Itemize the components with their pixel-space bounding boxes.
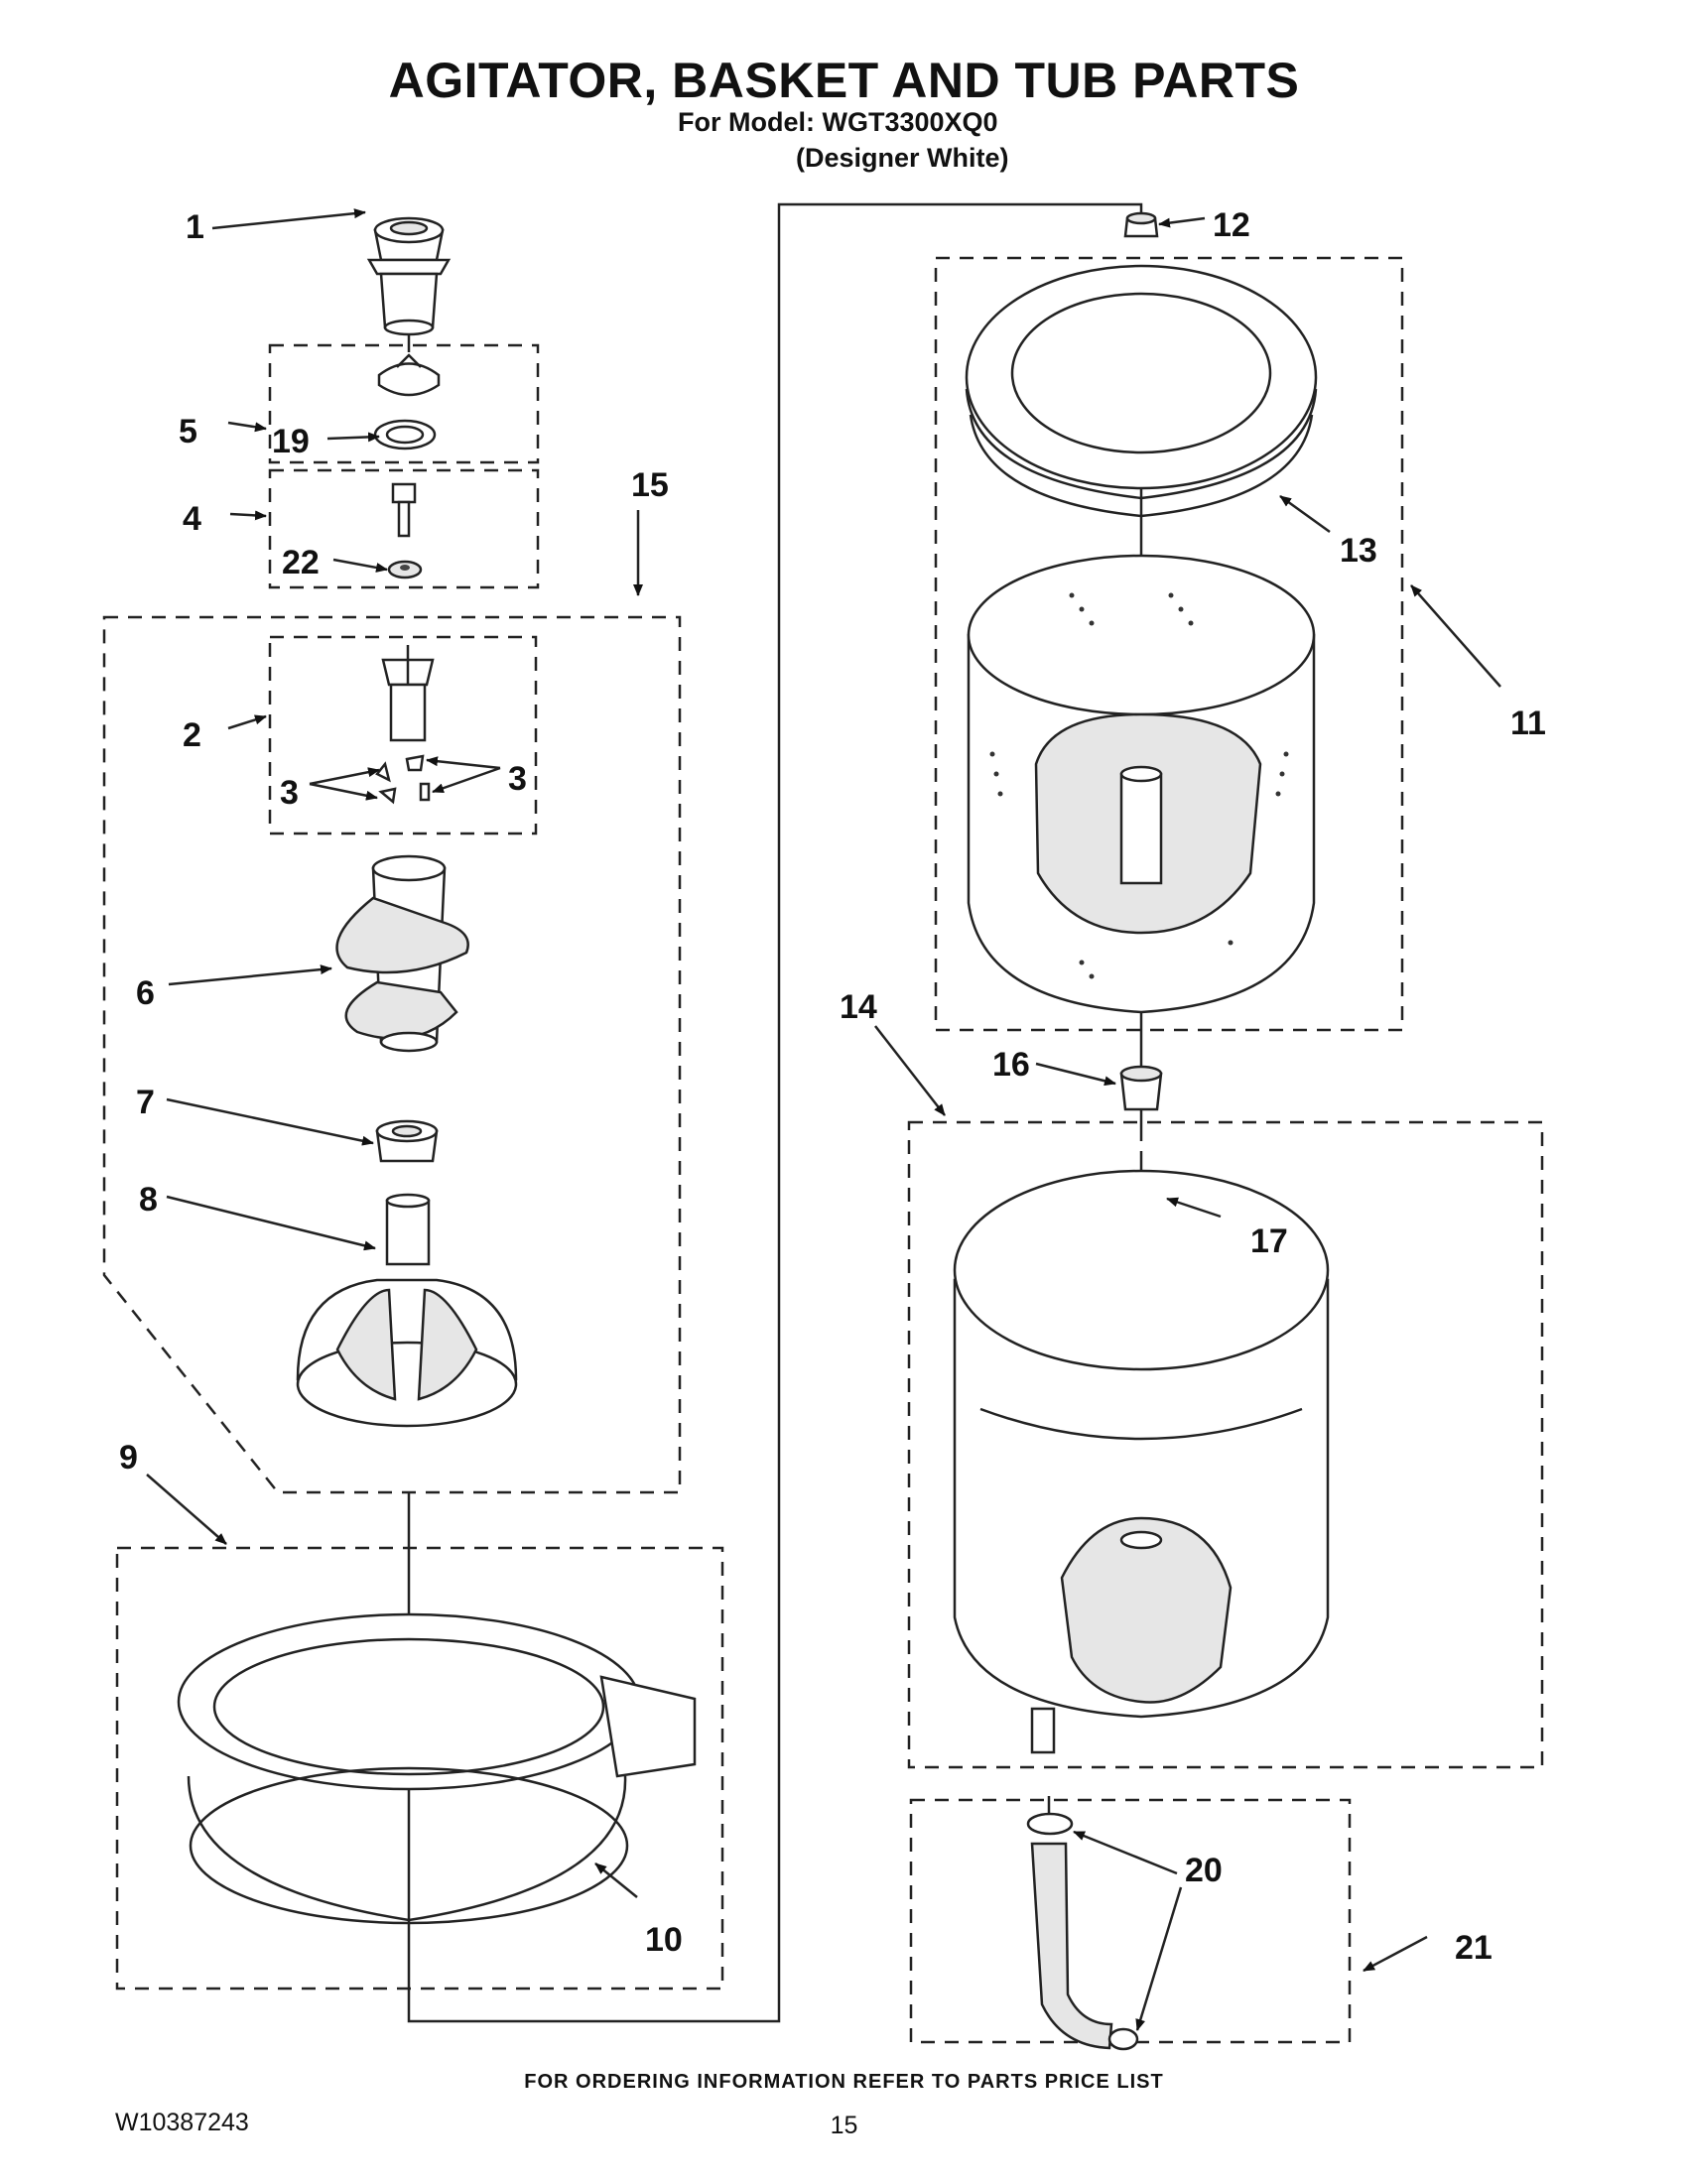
tub-icon	[953, 1169, 1330, 1754]
auger-icon	[335, 854, 469, 1053]
model-line: For Model: WGT3300XQ0	[678, 107, 998, 137]
callout-13: 13	[1340, 532, 1377, 570]
tub-ring-icon	[177, 1612, 697, 1925]
callout-19: 19	[272, 423, 310, 460]
callout-3-right: 3	[508, 760, 527, 798]
callout-1: 1	[186, 208, 204, 246]
group-box-15	[102, 615, 682, 1494]
bolt-icon	[387, 482, 423, 579]
assembly-line	[407, 202, 1143, 2023]
group-box-2	[268, 635, 538, 835]
group-box-9	[115, 1546, 724, 1991]
hose-icon	[1026, 1812, 1139, 2051]
agitator-base-icon	[296, 1193, 518, 1428]
group-box-21	[909, 1798, 1352, 2044]
callout-21: 21	[1455, 1929, 1493, 1967]
callout-11: 11	[1510, 705, 1546, 742]
balance-ring-icon	[965, 264, 1318, 518]
leader-arrows	[146, 208, 1501, 2031]
cap-icon	[366, 216, 452, 336]
callout-14: 14	[840, 988, 877, 1026]
document-number: W10387243	[115, 2109, 249, 2136]
callout-6: 6	[136, 974, 155, 1012]
spin-nut-icon	[1119, 1065, 1163, 1111]
cover-icon	[373, 353, 441, 450]
callout-3-left: 3	[280, 774, 299, 812]
callout-22: 22	[282, 544, 320, 581]
cam-icon	[375, 645, 435, 805]
ordering-note: FOR ORDERING INFORMATION REFER TO PARTS …	[524, 2071, 1164, 2093]
callout-2: 2	[183, 716, 201, 754]
callout-5: 5	[179, 413, 197, 450]
callout-16: 16	[992, 1046, 1030, 1084]
callout-8: 8	[139, 1181, 158, 1219]
callout-7: 7	[136, 1084, 155, 1121]
basket-icon	[967, 554, 1316, 1014]
callout-20: 20	[1185, 1852, 1223, 1889]
page-title: AGITATOR, BASKET AND TUB PARTS	[388, 53, 1300, 108]
callout-10: 10	[645, 1921, 683, 1959]
page-number: 15	[830, 2112, 858, 2139]
coupler-icon	[375, 1119, 439, 1163]
callout-15: 15	[631, 466, 669, 504]
callout-9: 9	[119, 1439, 138, 1477]
callout-12: 12	[1213, 206, 1250, 244]
callout-17: 17	[1250, 1222, 1288, 1260]
color-line: (Designer White)	[796, 143, 1009, 173]
group-box-14	[907, 1120, 1544, 1769]
nut-icon	[1123, 211, 1159, 238]
callout-4: 4	[183, 500, 201, 538]
